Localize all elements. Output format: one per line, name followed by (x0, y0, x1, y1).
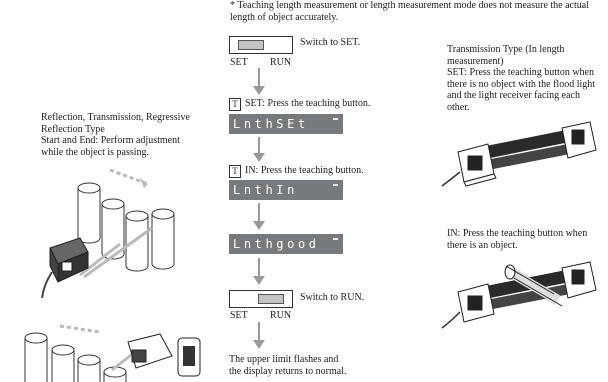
run-position-label: RUN (270, 310, 292, 321)
display-text: LnthSEt (233, 117, 309, 131)
transmission-set-illustration (441, 121, 597, 187)
transmission-in-illustration (441, 261, 597, 329)
instruction-line: while the object is passing. (41, 146, 150, 158)
down-arrow-icon (253, 68, 265, 95)
type-title-line: Reflection, Transmission, Regressive (41, 112, 190, 123)
indicator-dot (333, 184, 338, 186)
step-set-row: T SET: Press the teaching button. (229, 98, 370, 111)
step-set-text: SET: Press the teaching button. (245, 98, 371, 109)
teach-icon: T (229, 165, 241, 178)
in-description: IN: Press the teaching button when there… (447, 228, 608, 251)
type-title-line: Reflection Type (41, 123, 105, 135)
display-lnth-good: Lnthgood (229, 234, 343, 254)
final-line: The upper limit flashes and (229, 354, 339, 365)
footnote: * Teaching length measurement or length … (230, 0, 589, 23)
indicator-dot (333, 118, 338, 120)
down-arrow-icon (253, 203, 265, 230)
reflection-sensor-illustration (41, 168, 175, 299)
desc-line: measurement) (447, 55, 504, 67)
desc-line: and the light receiver facing each (447, 90, 580, 101)
display-text: LnthIn (233, 183, 298, 197)
step-in-text: IN: Press the teaching button. (245, 165, 364, 176)
switch-to-run-label: Switch to RUN. (300, 292, 365, 303)
regressive-sensor-illustration (24, 324, 201, 382)
desc-line: Transmission Type (In length (447, 44, 565, 55)
instruction-line: Start and End: Perform adjustment (41, 135, 180, 146)
teach-icon: T (229, 98, 241, 111)
transmission-description: Transmission Type (In length measurement… (447, 44, 608, 113)
desc-line: other. (447, 101, 470, 113)
down-arrow-icon (253, 258, 265, 285)
sensor-head (49, 237, 89, 283)
set-position-label: SET (230, 310, 248, 321)
final-line: the display returns to normal. (229, 365, 347, 377)
switch-to-set-label: Switch to SET. (300, 37, 361, 48)
down-arrow-icon (253, 322, 265, 349)
indicator-dot (333, 238, 338, 240)
desc-line: there is no object with the flood light (447, 78, 596, 90)
desc-line: IN: Press the teaching button when (447, 228, 588, 239)
final-note: The upper limit flashes and the display … (229, 354, 409, 377)
switch-knob (238, 40, 264, 50)
left-description: Reflection, Transmission, Regressive Ref… (41, 112, 221, 158)
mode-switch-set[interactable] (229, 36, 293, 54)
display-lnth-set: LnthSEt (229, 114, 343, 134)
down-arrow-icon (253, 137, 265, 162)
desc-line: SET: Press the teaching button when (447, 67, 594, 78)
desc-line: there is an object. (447, 239, 518, 251)
display-text: Lnthgood (233, 237, 320, 251)
switch-knob (258, 294, 284, 304)
set-position-label: SET (230, 57, 248, 68)
mode-switch-run[interactable] (229, 290, 293, 308)
step-in-row: T IN: Press the teaching button. (229, 165, 364, 178)
run-position-label: RUN (270, 57, 292, 68)
display-lnth-in: LnthIn (229, 180, 343, 200)
